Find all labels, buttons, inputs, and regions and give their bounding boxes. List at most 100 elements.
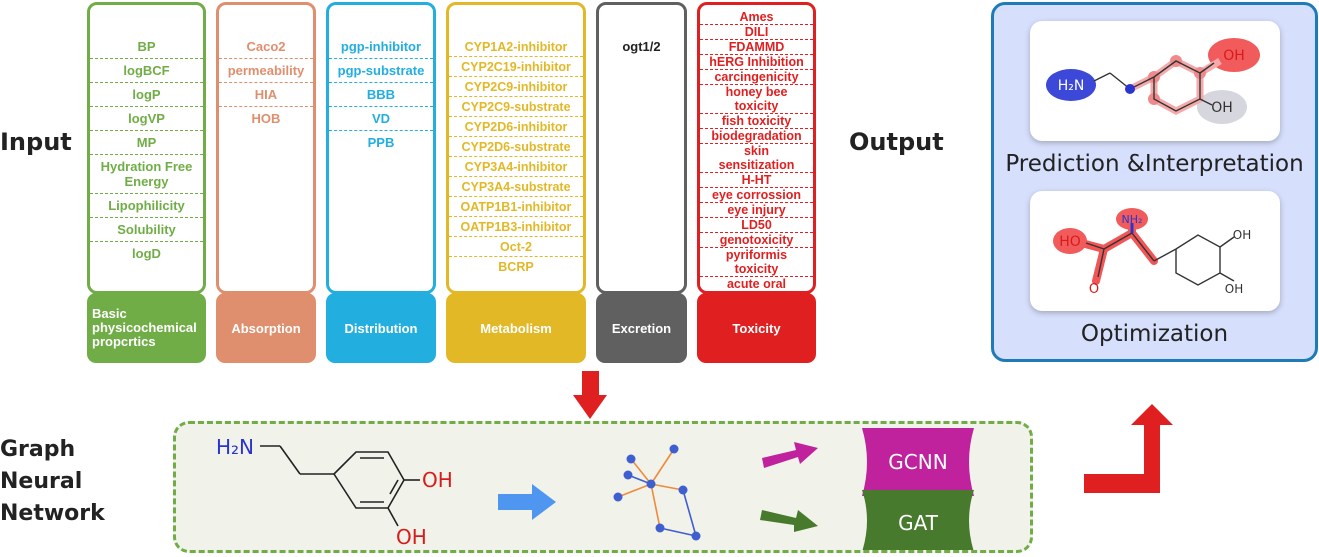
footer-absorption: Absorption bbox=[216, 293, 316, 363]
toxicity-item: carcingenicity bbox=[700, 70, 813, 85]
toxicity-item: pyriformis bbox=[725, 247, 788, 262]
basic-item: Lipophilicity bbox=[90, 194, 203, 218]
elbow-up-arrow-icon bbox=[1084, 404, 1173, 493]
toxicity-item: biodegradation bbox=[700, 129, 813, 144]
blue-arrow-icon bbox=[498, 484, 556, 520]
gnn-molecule-bonds bbox=[260, 445, 420, 527]
column-excretion: ogt1/2 bbox=[596, 2, 687, 294]
output-panel: H₂N OH OH Prediction &Interpretation bbox=[991, 2, 1318, 362]
toxicity-item: toxicity bbox=[700, 262, 813, 277]
metabolism-item: OATP1B3-inhibitor bbox=[449, 217, 583, 237]
mol2-ho-label: HO bbox=[1059, 234, 1081, 250]
gnn-label-line2: Neural bbox=[0, 469, 83, 494]
basic-item: BP bbox=[90, 35, 203, 59]
toxicity-item: skin bbox=[743, 143, 769, 158]
atom-n bbox=[1125, 84, 1135, 94]
toxicity-item: LD50 bbox=[700, 218, 813, 233]
footer-metabolism: Metabolism bbox=[446, 293, 586, 363]
bonds2 bbox=[1085, 232, 1235, 286]
toxicity-item: H-HT bbox=[700, 173, 813, 188]
input-label: Input bbox=[0, 128, 72, 156]
gcnn-block bbox=[862, 428, 974, 496]
gat-label: GAT bbox=[898, 511, 939, 535]
absorption-item: HIA bbox=[219, 83, 313, 107]
metabolism-item: CYP3A4-substrate bbox=[449, 177, 583, 197]
metabolism-item: CYP2C9-inhibitor bbox=[449, 77, 583, 97]
gnn-label: Graph Neural Network bbox=[0, 434, 105, 530]
absorption-item: Caco2 bbox=[219, 35, 313, 59]
optimization-caption: Optimization bbox=[1080, 321, 1229, 347]
toxicity-item: Ames bbox=[700, 10, 813, 25]
toxicity-item: eye corrossion bbox=[700, 188, 813, 203]
mol1-nh2-label: H₂N bbox=[1058, 78, 1085, 94]
distribution-item: pgp-substrate bbox=[329, 59, 433, 83]
mol2-o-label: O bbox=[1089, 282, 1099, 297]
prediction-caption: Prediction &Interpretation bbox=[1005, 151, 1304, 177]
basic-item: logD bbox=[132, 246, 161, 261]
graph-edges-orange bbox=[617, 448, 684, 529]
toxicity-item: eye injury bbox=[700, 203, 813, 218]
magenta-arrow-icon bbox=[762, 442, 818, 468]
distribution-items: pgp-inhibitor pgp-substrate BBB VD PPB bbox=[329, 35, 433, 154]
graph-nodes bbox=[613, 444, 701, 541]
basic-item: logP bbox=[90, 83, 203, 107]
toxicity-item: toxicity bbox=[700, 99, 813, 114]
distribution-item: pgp-inhibitor bbox=[329, 35, 433, 59]
footer-excretion: Excretion bbox=[596, 293, 687, 363]
toxicity-item: genotoxicity bbox=[700, 233, 813, 248]
metabolism-item: CYP2D6-inhibitor bbox=[449, 117, 583, 137]
basic-item: MP bbox=[90, 131, 203, 155]
excretion-items: ogt1/2 bbox=[599, 35, 684, 58]
absorption-item: HOB bbox=[251, 111, 281, 126]
footer-basic: Basic physicochemical propcrtics bbox=[87, 293, 206, 363]
gnn-box: H₂N OH OH bbox=[173, 421, 1033, 553]
prediction-card: H₂N OH OH bbox=[1030, 21, 1280, 141]
gcnn-label: GCNN bbox=[888, 450, 947, 474]
toxicity-item: hERG Inhibition bbox=[700, 55, 813, 70]
toxicity-item: honey bee bbox=[725, 84, 788, 99]
column-metabolism: CYP1A2-inhibitor CYP2C19-inhibitor CYP2C… bbox=[446, 2, 586, 294]
gnn-nh2-label: H₂N bbox=[216, 435, 254, 459]
basic-item: Hydration Free Energy bbox=[90, 155, 203, 194]
footer-distribution: Distribution bbox=[326, 293, 436, 363]
toxicity-item: FDAMMD bbox=[700, 40, 813, 55]
green-arrow-icon bbox=[760, 510, 818, 532]
metabolism-items: CYP1A2-inhibitor CYP2C19-inhibitor CYP2C… bbox=[449, 37, 583, 276]
oh-highlight-grey bbox=[1197, 90, 1247, 124]
toxicity-item: fish toxicity bbox=[700, 114, 813, 129]
metabolism-item: CYP2D6-substrate bbox=[449, 137, 583, 157]
basic-item: logVP bbox=[90, 107, 203, 131]
optimization-molecule: HO NH₂ O OH OH bbox=[1053, 208, 1251, 297]
absorption-item: permeability bbox=[219, 59, 313, 83]
mol2-oh1-label: OH bbox=[1233, 228, 1251, 242]
mol2-nh2-label: NH₂ bbox=[1122, 213, 1143, 226]
basic-items: BP logBCF logP logVP MP Hydration Free E… bbox=[90, 35, 203, 265]
basic-item: Solubility bbox=[90, 218, 203, 242]
down-arrow-icon bbox=[573, 371, 607, 419]
gnn-label-line1: Graph bbox=[0, 437, 76, 462]
optimization-card: HO NH₂ O OH OH bbox=[1030, 191, 1280, 311]
column-basic: BP logBCF logP logVP MP Hydration Free E… bbox=[87, 2, 206, 294]
mol1-oh1-label: OH bbox=[1223, 48, 1245, 64]
metabolism-item: CYP2C19-inhibitor bbox=[449, 57, 583, 77]
metabolism-item: CYP3A4-inhibitor bbox=[449, 157, 583, 177]
metabolism-item: CYP2C9-substrate bbox=[449, 97, 583, 117]
distribution-item: BBB bbox=[329, 83, 433, 107]
prediction-molecule: H₂N OH OH bbox=[1046, 38, 1260, 124]
absorption-items: Caco2 permeability HIA HOB bbox=[219, 35, 313, 130]
gnn-diagram: H₂N OH OH bbox=[216, 428, 974, 550]
gnn-oh1-label: OH bbox=[422, 468, 453, 492]
toxicity-item: DILI bbox=[700, 25, 813, 40]
gnn-label-line3: Network bbox=[0, 501, 105, 526]
toxicity-item: acute oral bbox=[726, 276, 787, 291]
mol2-oh2-label: OH bbox=[1225, 282, 1243, 296]
nh2-highlight bbox=[1116, 208, 1148, 230]
toxicity-item: sensitization bbox=[700, 158, 813, 173]
metabolism-item: OATP1B1-inhibitor bbox=[449, 197, 583, 217]
excretion-item: ogt1/2 bbox=[622, 39, 661, 54]
column-distribution: pgp-inhibitor pgp-substrate BBB VD PPB bbox=[326, 2, 436, 294]
gnn-oh2-label: OH bbox=[396, 525, 427, 549]
distribution-item: VD bbox=[329, 107, 433, 131]
metabolism-item: BCRP bbox=[498, 259, 534, 274]
metabolism-item: CYP1A2-inhibitor bbox=[449, 37, 583, 57]
